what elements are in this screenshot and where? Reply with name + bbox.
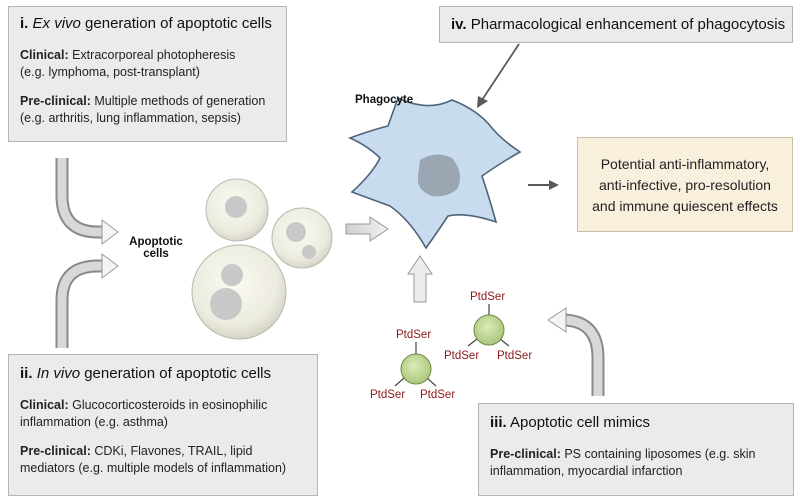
clinical-example: inflammation (e.g. asthma)	[20, 415, 168, 429]
outcome-line: anti-infective, pro-resolution	[599, 177, 771, 193]
liposomes-up-arrow	[407, 255, 433, 303]
phagocyte-cell	[347, 96, 522, 250]
clinical-line: Clinical: Extracorporeal photopheresis	[20, 48, 236, 62]
apoptotic-cells	[191, 178, 333, 340]
outcome-line: and immune quiescent effects	[592, 198, 778, 214]
box-iii-pipe-arrow	[547, 307, 605, 396]
liposome-1: PtdSer PtdSer PtdSer	[444, 291, 532, 362]
preclinical-line: Pre-clinical: Multiple methods of genera…	[20, 94, 266, 108]
preclinical-line: Pre-clinical: CDKi, Flavones, TRAIL, lip…	[20, 444, 253, 458]
preclinical-example: mediators (e.g. multiple models of infla…	[20, 461, 287, 475]
ptdser-label: PtdSer	[396, 329, 431, 341]
ptdser-label: PtdSer	[444, 350, 479, 362]
apoptotic-cells-label: Apoptotic cells	[129, 236, 183, 260]
box-pharmacological: iv. Pharmacological enhancement of phago…	[439, 6, 793, 43]
box-title: i. Ex vivo generation of apoptotic cells	[20, 15, 272, 32]
lower-pipe-arrow	[55, 253, 119, 348]
ptdser-label: PtdSer	[370, 389, 405, 401]
ptdser-label: PtdSer	[497, 350, 532, 362]
phagocyte-label: Phagocyte	[355, 94, 414, 106]
box-in-vivo: ii. In vivo generation of apoptotic cell…	[8, 354, 318, 496]
clinical-example: (e.g. lymphoma, post-transplant)	[20, 65, 200, 79]
box-ex-vivo: i. Ex vivo generation of apoptotic cells…	[8, 6, 287, 142]
ptdser-label: PtdSer	[420, 389, 455, 401]
liposome-2: PtdSer PtdSer PtdSer	[370, 329, 455, 401]
cells-to-phagocyte-arrow	[345, 216, 389, 242]
clinical-line: Clinical: Glucocorticosteroids in eosino…	[20, 398, 268, 412]
box-title: iii. Apoptotic cell mimics	[490, 414, 651, 431]
outcome-arrow	[528, 180, 559, 190]
preclinical-example: (e.g. arthritis, lung inflammation, seps…	[20, 111, 241, 125]
ptdser-label: PtdSer	[470, 291, 505, 303]
box-mimics: iii. Apoptotic cell mimics Pre-clinical:…	[478, 403, 794, 496]
preclinical-line: Pre-clinical: PS containing liposomes (e…	[490, 447, 756, 461]
box-title: iv. Pharmacological enhancement of phago…	[451, 16, 786, 33]
preclinical-example: inflammation, myocardial infarction	[490, 464, 683, 478]
box-iv-arrow	[477, 43, 520, 108]
upper-pipe-arrow	[55, 158, 119, 245]
outcome-box: Potential anti-inflammatory, anti-infect…	[577, 137, 793, 232]
box-title: ii. In vivo generation of apoptotic cell…	[20, 365, 272, 382]
outcome-line: Potential anti-inflammatory,	[600, 156, 770, 172]
